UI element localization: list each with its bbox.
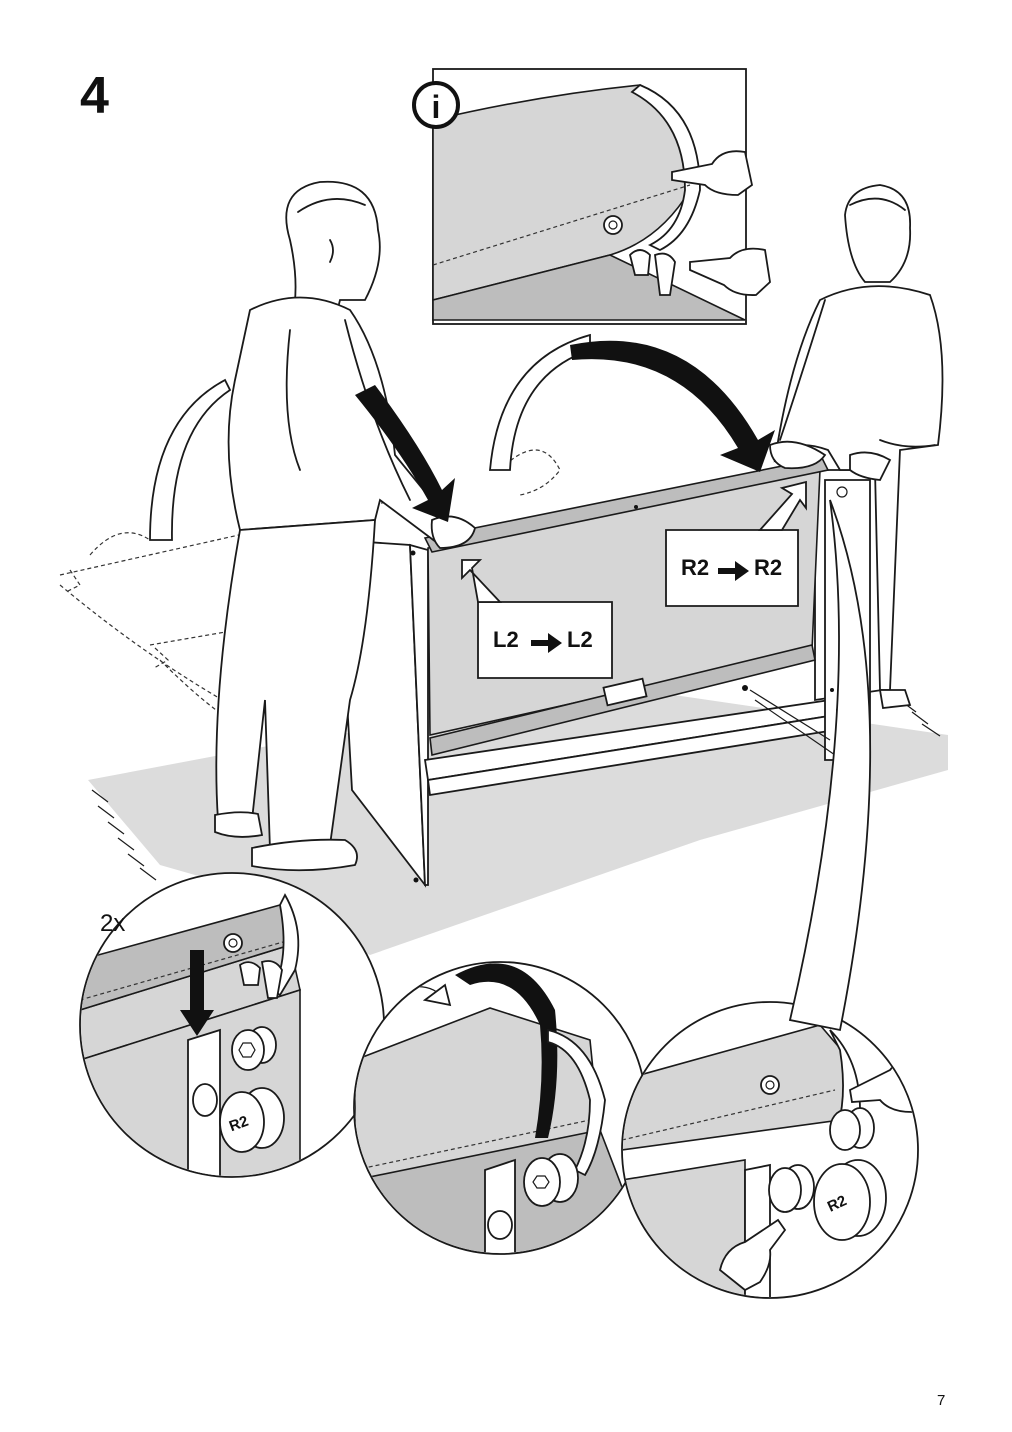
label-right-to: R2	[754, 555, 782, 580]
detail-circle-3	[621, 1001, 919, 1299]
detail-connector	[788, 499, 872, 1032]
knob-label-1: R2	[227, 1113, 251, 1136]
page-number: 7	[937, 1392, 946, 1409]
detail-circle-1	[79, 872, 385, 1178]
rotation-arrow-left	[149, 378, 232, 541]
push-down-arrow-right	[570, 340, 775, 472]
detail-circle-2	[353, 961, 647, 1255]
knob-label-3: R2	[825, 1192, 850, 1216]
info-icon	[412, 81, 460, 129]
label-right-from: R2	[681, 555, 709, 580]
person-left	[214, 180, 477, 872]
person-right	[769, 184, 944, 709]
push-down-arrow-left	[355, 385, 455, 522]
arrow-right-icon	[718, 561, 749, 581]
step-number: 4	[80, 67, 109, 125]
info-detail-inset	[432, 68, 771, 325]
quantity-label: 2x	[100, 910, 125, 937]
label-left-to: L2	[567, 627, 593, 652]
label-left-from: L2	[493, 627, 519, 652]
info-symbol: i	[432, 89, 441, 125]
arrow-right-icon	[531, 633, 562, 653]
